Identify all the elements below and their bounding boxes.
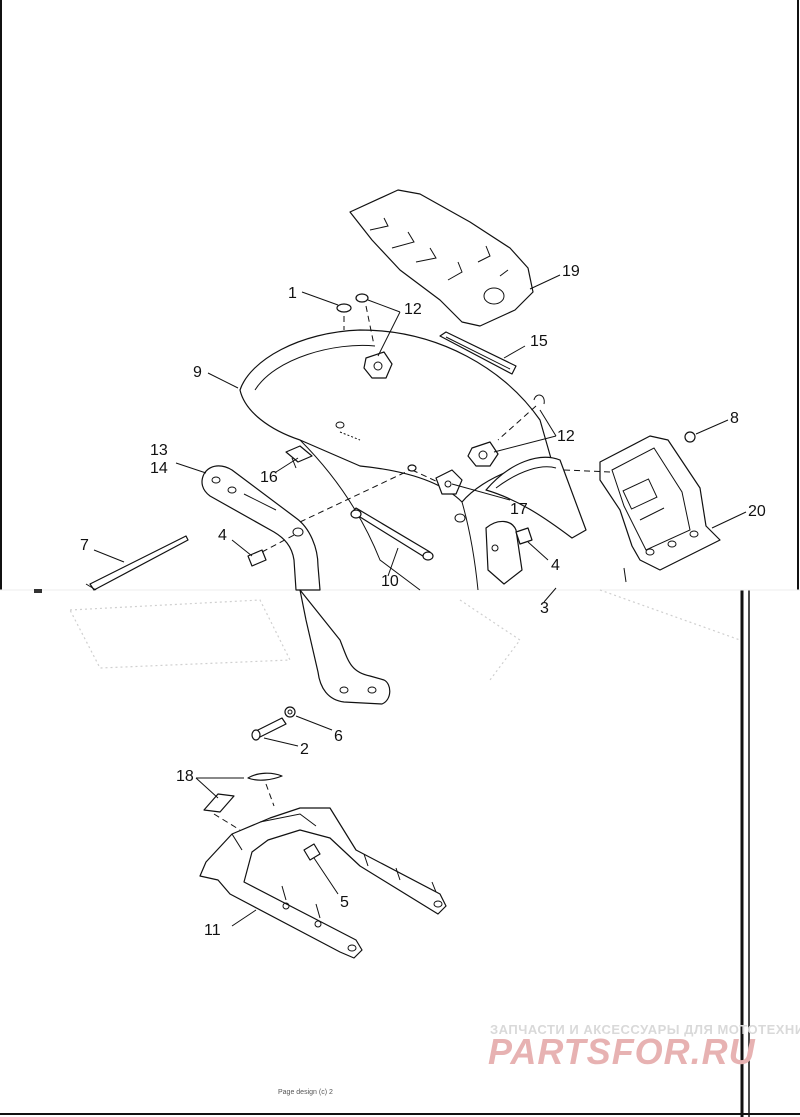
callout-14: 14	[150, 460, 168, 477]
part-4-screw-right	[515, 527, 533, 545]
part-1-clip	[336, 303, 352, 330]
part-18-pads	[203, 772, 283, 831]
callout-2: 2	[300, 741, 309, 758]
part-4-screw-left	[247, 533, 297, 567]
part-5-screw	[303, 843, 321, 861]
part-20-bracket	[519, 435, 721, 583]
callout-16: 16	[260, 469, 278, 486]
part-6-washer	[284, 706, 296, 718]
callout-20: 20	[748, 503, 766, 520]
watermark-brand: PARTSFOR.RU	[488, 1031, 756, 1072]
callout-6: 6	[334, 728, 343, 745]
part-19-pad	[349, 189, 534, 327]
part-16-bracket	[285, 445, 313, 469]
part-12-washer-top	[355, 293, 393, 379]
part-15-strip	[439, 331, 517, 375]
callouts: 1 12 19 15 9 12 8 13 14 16 17 20 4 7 4 1…	[80, 263, 766, 939]
callout-13: 13	[150, 442, 168, 459]
ghost-image	[69, 589, 741, 681]
callout-9: 9	[193, 364, 202, 381]
registration-mark	[34, 589, 42, 593]
part-8-plug	[684, 431, 696, 443]
part-2-screw	[251, 717, 287, 741]
callout-3: 3	[540, 600, 549, 617]
callout-18: 18	[176, 768, 194, 785]
part-13-14-strut	[201, 465, 391, 705]
callout-4-right: 4	[551, 557, 560, 574]
callout-15: 15	[530, 333, 548, 350]
part-7-tie	[85, 535, 189, 591]
footer: Page design (c) 2	[278, 1089, 333, 1096]
callout-12-top: 12	[404, 301, 422, 318]
part-3-extension	[485, 456, 587, 585]
part-11-rail	[199, 807, 447, 959]
callout-17: 17	[510, 501, 528, 518]
callout-4-left: 4	[218, 527, 227, 544]
leader-lines	[93, 274, 747, 927]
part-10-spacer	[299, 469, 434, 561]
callout-5: 5	[340, 894, 349, 911]
callout-1: 1	[288, 285, 297, 302]
callout-7: 7	[80, 537, 89, 554]
watermark: ЗАПЧАСТИ И АКСЕССУАРЫ ДЛЯ МОТОТЕХНИКИ PA…	[488, 1022, 800, 1072]
callout-11: 11	[204, 922, 221, 939]
watermark-tagline: ЗАПЧАСТИ И АКСЕССУАРЫ ДЛЯ МОТОТЕХНИКИ	[490, 1022, 800, 1037]
part-17-nut	[407, 464, 463, 495]
callout-19: 19	[562, 263, 580, 280]
part-12-washer-right	[467, 394, 545, 467]
callout-10: 10	[381, 573, 399, 590]
callout-12-right: 12	[557, 428, 575, 445]
footer-text: Page design (c) 2	[278, 1089, 333, 1096]
callout-8: 8	[730, 410, 739, 427]
